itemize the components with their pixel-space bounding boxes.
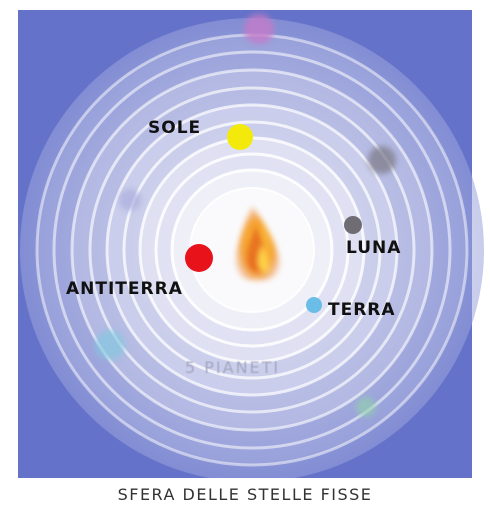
antiterra-dot [185,244,213,272]
terra-label: TERRA [328,300,396,320]
terra-dot [306,297,322,313]
luna-dot [344,216,362,234]
diagram-title: SFERA DELLE STELLE FISSE [117,485,373,504]
sole-label: SOLE [148,118,202,138]
planet-green [356,397,376,417]
footer-strip [0,478,490,506]
planet-lavender [119,189,141,211]
pianeti-label: 5 PIANETI [185,358,281,377]
faint-planets [95,14,396,417]
planet-pink [244,14,274,44]
sole-dot [227,124,253,150]
planet-cyan [95,330,125,360]
luna-label: LUNA [346,238,402,258]
planet-grey [368,146,396,174]
central-fire [235,205,281,281]
antiterra-label: ANTITERRA [66,279,183,299]
